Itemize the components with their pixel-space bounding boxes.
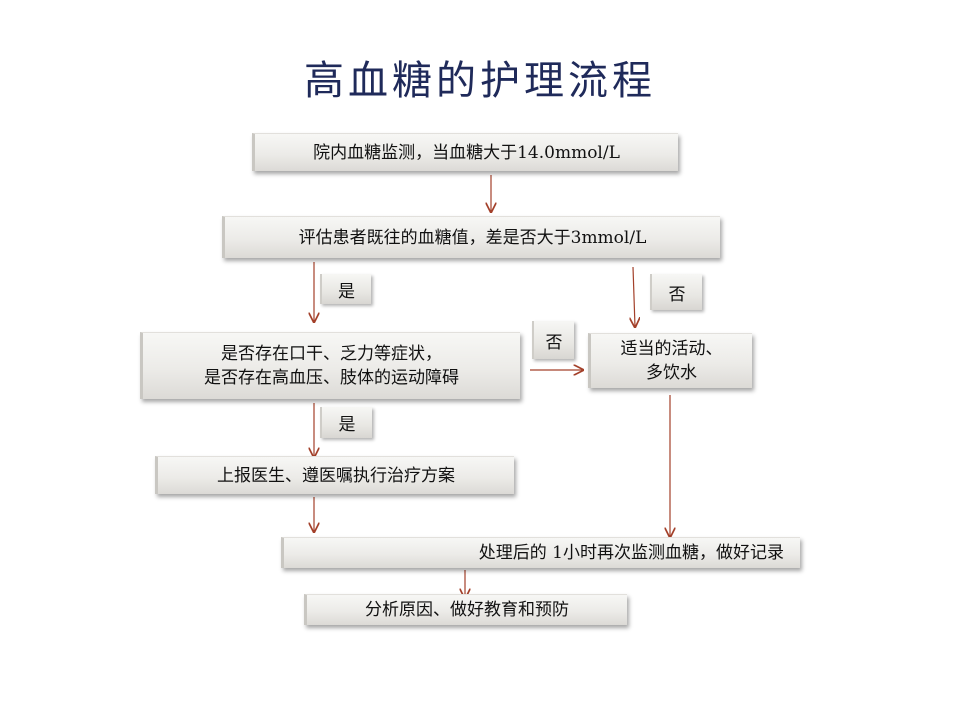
- page-title: 高血糖的护理流程: [304, 58, 656, 104]
- activity-text-line-2: 多饮水: [646, 363, 697, 383]
- symptoms-box: 是否存在口干、乏力等症状， 是否存在高血压、肢体的运动障碍: [140, 332, 520, 399]
- recheck-text: 处理后的 1小时再次监测血糖，做好记录: [478, 543, 784, 563]
- report-box: 上报医生、遵医嘱执行治疗方案: [155, 456, 514, 494]
- activity-text-line-1: 适当的活动、: [620, 339, 723, 359]
- report-text: 上报医生、遵医嘱执行治疗方案: [217, 465, 455, 486]
- analyze-text: 分析原因、做好教育和预防: [365, 600, 569, 620]
- no-label-1: 否: [650, 274, 702, 310]
- no-label-2: 否: [532, 321, 574, 359]
- activity-box: 适当的活动、 多饮水: [588, 333, 752, 388]
- assess-text: 评估患者既往的血糖值，差是否大于3mmol/L: [298, 227, 647, 248]
- recheck-box: 处理后的 1小时再次监测血糖，做好记录: [281, 537, 800, 568]
- symptoms-text-line-1: 是否存在口干、乏力等症状，: [221, 344, 442, 364]
- assess-box: 评估患者既往的血糖值，差是否大于3mmol/L: [222, 216, 720, 258]
- yes-label-1: 是: [320, 274, 371, 304]
- monitor-text: 院内血糖监测，当血糖大于14.0mmol/L: [313, 142, 620, 163]
- symptoms-text-line-2: 是否存在高血压、肢体的运动障碍: [204, 368, 459, 388]
- yes-label-2: 是: [320, 407, 372, 438]
- monitor-box: 院内血糖监测，当血糖大于14.0mmol/L: [252, 133, 678, 171]
- arrow-assess-to-activity: [633, 266, 635, 327]
- analyze-box: 分析原因、做好教育和预防: [304, 594, 627, 625]
